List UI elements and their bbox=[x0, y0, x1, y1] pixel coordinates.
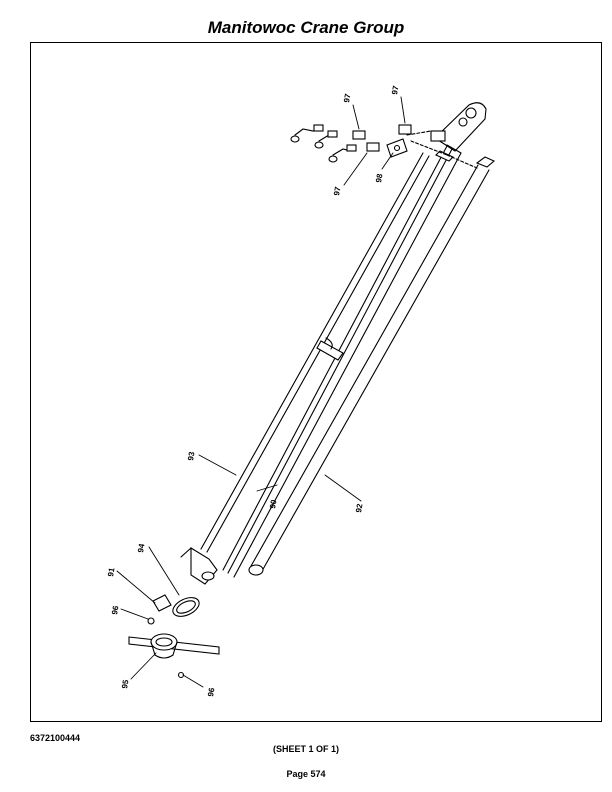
callout-93: 93 bbox=[186, 450, 197, 461]
callout-98: 98 bbox=[374, 172, 385, 183]
document-number: 6372100444 bbox=[30, 733, 81, 743]
callout-97a: 97 bbox=[342, 92, 353, 103]
fitting-96a bbox=[147, 617, 155, 625]
mid-clamp bbox=[316, 337, 344, 361]
drawing-frame: 97 97 97 98 93 90 92 94 91 96 95 96 bbox=[30, 42, 602, 722]
callout-96a: 96 bbox=[110, 604, 121, 615]
leader-lines bbox=[116, 96, 406, 688]
fittings-97 bbox=[290, 124, 412, 163]
page-number: Page 574 bbox=[286, 769, 326, 779]
parts-drawing: 97 97 97 98 93 90 92 94 91 96 95 96 bbox=[106, 84, 496, 697]
callout-96b: 96 bbox=[206, 686, 217, 697]
sheet-label: (SHEET 1 OF 1) bbox=[272, 744, 339, 754]
callout-92: 92 bbox=[354, 502, 365, 513]
cylinder-tube-90 bbox=[222, 145, 462, 578]
callout-97b: 97 bbox=[390, 84, 401, 95]
rod-92 bbox=[248, 156, 496, 576]
nut-91 bbox=[152, 594, 172, 612]
hydraulic-line-93 bbox=[200, 152, 430, 553]
callout-97c: 97 bbox=[332, 185, 343, 196]
manifold-plate-98 bbox=[386, 138, 408, 158]
page-title: Manitowoc Crane Group bbox=[207, 18, 405, 37]
hose-connection-lines bbox=[406, 130, 478, 169]
wiper-ring-94 bbox=[172, 597, 200, 617]
callout-91: 91 bbox=[106, 566, 117, 577]
base-mount-95 bbox=[128, 633, 220, 659]
callout-94: 94 bbox=[136, 542, 147, 553]
callout-90: 90 bbox=[268, 498, 279, 509]
barrel-end bbox=[180, 547, 218, 585]
callout-95: 95 bbox=[120, 678, 131, 689]
